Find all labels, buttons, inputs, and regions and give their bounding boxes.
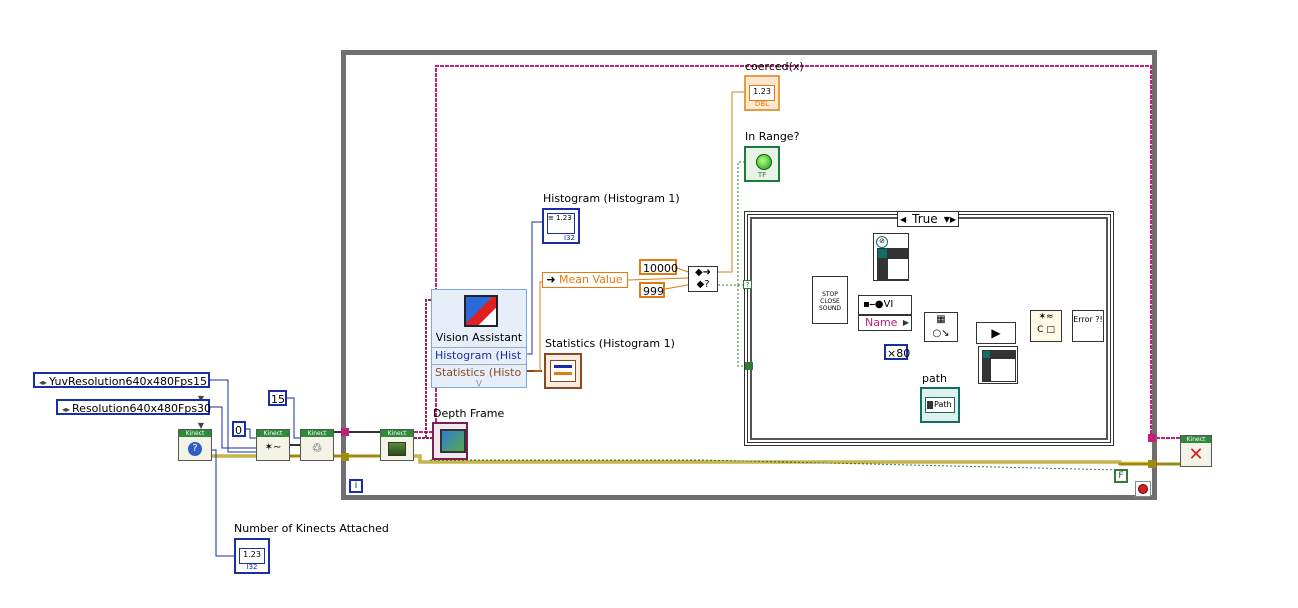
lower-limit-constant[interactable]: 999 (639, 282, 665, 298)
resolution-constant[interactable]: ◂▸Resolution640x480Fps30▼ (56, 399, 212, 430)
close-icon: ✕ (1188, 444, 1204, 465)
cluster-icon: ≡ 1.23 (547, 213, 575, 234)
yuv-resolution-constant[interactable]: ◂▸YuvResolution640x480Fps15▼ (33, 372, 210, 403)
open-vi-reference-node[interactable]: ▪⎯●VI (858, 295, 912, 315)
kinect-config-header: Kinect (257, 430, 289, 437)
array-constant-top[interactable]: ⊘ (873, 233, 909, 281)
array-constant-bottom[interactable] (978, 346, 1018, 384)
in-range-indicator[interactable]: TF (744, 146, 780, 182)
eighty-constant[interactable]: ×80 (884, 344, 911, 360)
case-next-icon[interactable]: ▼▶ (943, 215, 956, 224)
help-icon: ? (181, 439, 209, 458)
va-statistics-output[interactable]: Statistics (Histo (432, 364, 526, 381)
loop-tunnel-right-error (1148, 460, 1156, 468)
fifteen-constant[interactable]: 15 (268, 390, 287, 406)
kinect-close-header: Kinect (1181, 436, 1211, 443)
expand-chevron-icon[interactable]: ⋁ (476, 379, 482, 387)
in-range-type-tag: TF (757, 171, 767, 179)
stop-close-sound-vi[interactable]: STOP CLOSE SOUND (812, 276, 848, 324)
ref-icon: ▪⎯● (863, 299, 884, 310)
eighty-text: ×80 (887, 347, 911, 360)
upper-limit-constant[interactable]: 10000 (639, 259, 678, 275)
case-selector-terminal: ? (743, 280, 752, 289)
in-range-label: In Range? (745, 130, 800, 143)
mean-value-text: Mean Value (559, 273, 623, 286)
in-range-coerce-node[interactable]: ◆➜◆? (688, 266, 718, 292)
loop-iteration-terminal: i (349, 479, 363, 493)
coerced-type-tag: DBL (754, 100, 770, 108)
lower-limit-text: 999 (643, 285, 664, 298)
false-constant[interactable]: F (1114, 469, 1128, 483)
kinect-read-header: Kinect (381, 430, 413, 437)
vision-assistant-title: Vision Assistant (435, 331, 523, 344)
loop-tunnel-left-ref (341, 428, 349, 436)
path-label: path (922, 372, 948, 385)
loop-tunnel-left-error (341, 453, 349, 461)
yuv-resolution-text: YuvResolution640x480Fps15 (49, 375, 207, 388)
case-tunnel-bool (745, 362, 753, 370)
upper-limit-text: 10000 (643, 262, 678, 275)
name-property-text: Name (865, 316, 898, 329)
run-vi-node[interactable]: ▶ (976, 322, 1016, 344)
va-histogram-output[interactable]: Histogram (Hist (432, 347, 526, 364)
no-entry-icon: ⊘ (876, 236, 888, 248)
histogram-indicator[interactable]: ≡ 1.23 I32 (542, 208, 580, 244)
depth-frame-label: Depth Frame (433, 407, 505, 420)
close-reference-node[interactable]: ✶≈C □ (1030, 310, 1062, 342)
image-icon (383, 439, 411, 458)
zero-constant[interactable]: 0 (232, 421, 246, 437)
loop-condition-terminal[interactable] (1135, 481, 1151, 497)
led-icon (756, 154, 772, 170)
image-display-icon (440, 429, 466, 453)
false-label: F (1118, 471, 1124, 481)
number-of-kinects-label: Number of Kinects Attached (234, 522, 389, 535)
stat-cluster-icon (550, 360, 576, 382)
error-handler-node[interactable]: Error ?! (1072, 310, 1104, 342)
while-loop[interactable] (341, 50, 1157, 500)
depth-frame-indicator[interactable] (432, 422, 468, 460)
statistics-label: Statistics (Histogram 1) (545, 337, 675, 350)
error-text: Error ?! (1073, 315, 1103, 324)
coerced-indicator[interactable]: 1.23 DBL (744, 75, 780, 111)
type-tag: I32 (246, 563, 258, 571)
case-prev-icon[interactable]: ◀ (900, 215, 907, 224)
case-selector[interactable]: ◀ True ▼▶ (897, 211, 959, 227)
folder-icon (927, 400, 933, 409)
kinect-info-vi[interactable]: Kinect ? (178, 429, 212, 461)
unbundle-arrow-icon: ➜ (546, 273, 556, 286)
path-control[interactable]: Path (920, 387, 960, 423)
vision-assistant-node[interactable]: Vision Assistant Histogram (Hist Statist… (431, 289, 527, 388)
resolution-text: Resolution640x480Fps30 (72, 402, 212, 415)
histogram-label: Histogram (Histogram 1) (543, 192, 680, 205)
name-property-node[interactable]: Name▶ (858, 315, 912, 331)
mean-value-unbundle[interactable]: ➜Mean Value (542, 272, 628, 288)
histogram-type-tag: I32 (564, 234, 575, 242)
stop-close-sound-text: STOP CLOSE SOUND (818, 291, 842, 312)
vi-ref-text: VI (883, 299, 894, 310)
path-text: Path (934, 400, 952, 409)
coerced-label: coerced(x) (745, 60, 804, 73)
kinect-info-header: Kinect (179, 430, 211, 437)
loop-tunnel-right-ref (1148, 434, 1156, 442)
iteration-label: i (354, 480, 358, 491)
build-table-node[interactable]: ▦○↘ (924, 312, 958, 342)
kinect-open-header: Kinect (301, 430, 333, 437)
numeric-display: 1.23 (239, 548, 265, 564)
kinect-config-vi[interactable]: Kinect ✶∼ (256, 429, 290, 461)
kinect-open-vi[interactable]: Kinect ♲ (300, 429, 334, 461)
case-selector-value: True (912, 212, 938, 226)
zero-text: 0 (235, 424, 242, 437)
coerced-numeric-display: 1.23 (749, 85, 775, 101)
kinect-read-vi[interactable]: Kinect (380, 429, 414, 461)
vision-assistant-icon (464, 295, 498, 327)
fifteen-text: 15 (271, 393, 285, 406)
kinect-close-vi[interactable]: Kinect ✕ (1180, 435, 1212, 467)
number-of-kinects-indicator[interactable]: 1.23 I32 (234, 538, 270, 574)
open-icon: ♲ (311, 441, 323, 455)
config-icon: ✶∼ (264, 442, 282, 453)
statistics-indicator[interactable] (544, 353, 582, 389)
